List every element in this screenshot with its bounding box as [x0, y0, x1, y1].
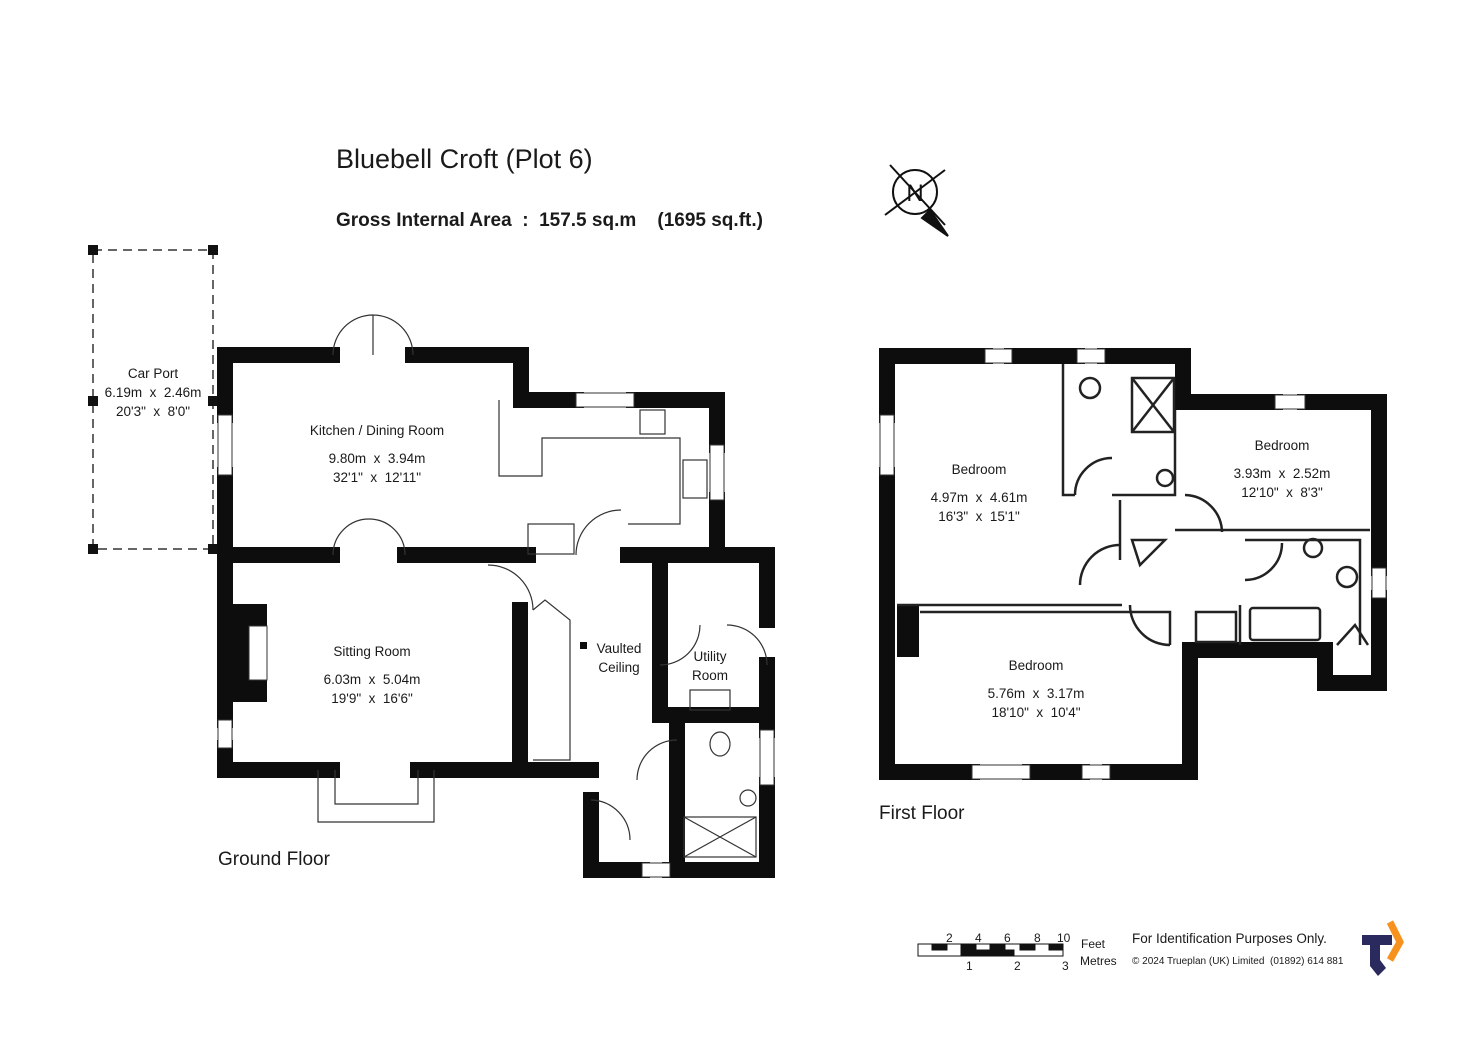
room-kitchen-dining: Kitchen / Dining Room 9.80m x 3.94m 32'1… [310, 421, 444, 487]
ground-floor-label: Ground Floor [218, 849, 330, 870]
first-floor-internal [897, 364, 1370, 647]
copyright: © 2024 Trueplan (UK) Limited (01892) 614… [1132, 956, 1344, 967]
car-port-outline [92, 249, 214, 550]
car-port-posts [88, 245, 218, 554]
scale-bar [917, 943, 1064, 957]
room-metric: 4.97m x 4.61m [930, 490, 1028, 505]
scale-metre-tick: 2 [1014, 959, 1021, 973]
plan-title: Bluebell Croft (Plot 6) [336, 144, 593, 174]
scale-feet-tick: 8 [1034, 931, 1041, 945]
scale-feet-tick: 6 [1004, 931, 1011, 945]
scale-feet-label: Feet [1081, 937, 1106, 951]
room-metric: 9.80m x 3.94m [328, 451, 426, 466]
room-car-port: Car Port 6.19m x 2.46m 20'3" x 8'0" [105, 364, 202, 421]
room-imperial: 16'3" x 15'1" [938, 509, 1020, 524]
room-imperial: 18'10" x 10'4" [991, 705, 1081, 720]
gross-internal-area: Gross Internal Area : 157.5 sq.m (1695 s… [336, 210, 763, 231]
room-name: Sitting Room [333, 644, 411, 659]
room-bedroom-2: Bedroom 3.93m x 2.52m 12'10" x 8'3" [1234, 436, 1331, 502]
room-metric: 5.76m x 3.17m [987, 686, 1085, 701]
scale-metre-tick: 1 [966, 959, 973, 973]
ground-floor-walls [217, 347, 775, 878]
room-metric: 6.03m x 5.04m [323, 672, 421, 687]
room-name: Kitchen / Dining Room [309, 423, 445, 438]
room-name: Vaulted [596, 641, 642, 656]
room-metric: 3.93m x 2.52m [1233, 466, 1331, 481]
room-bedroom-1: Bedroom 4.97m x 4.61m 16'3" x 15'1" [931, 460, 1028, 526]
room-name: Car Port [127, 366, 179, 381]
scale-metres-label: Metres [1080, 954, 1117, 968]
scale-feet-tick: 10 [1057, 931, 1071, 945]
room-name-line2: Ceiling [598, 660, 640, 675]
room-imperial: 32'1" x 12'11" [332, 470, 422, 485]
scale-feet-tick: 2 [946, 931, 953, 945]
room-name-line2: Room [691, 668, 729, 683]
compass-icon: N [884, 164, 949, 237]
room-imperial: 19'9" x 16'6" [331, 691, 413, 706]
room-name: Bedroom [1254, 438, 1310, 453]
scale-metre-tick: 3 [1062, 959, 1069, 973]
room-utility: Utility Room [692, 647, 728, 685]
room-imperial: 20'3" x 8'0" [115, 404, 191, 419]
svg-text:N: N [906, 180, 923, 207]
room-imperial: 12'10" x 8'3" [1241, 485, 1323, 500]
scale-feet-tick: 4 [975, 931, 982, 945]
disclaimer: For Identification Purposes Only. [1132, 931, 1327, 946]
first-floor-label: First Floor [879, 803, 965, 824]
trueplan-logo [1362, 920, 1404, 976]
room-bedroom-3: Bedroom 5.76m x 3.17m 18'10" x 10'4" [988, 656, 1085, 722]
first-floor-walls [879, 348, 1387, 780]
room-name: Utility [693, 649, 727, 664]
kitchen-units [317, 314, 768, 858]
room-sitting: Sitting Room 6.03m x 5.04m 19'9" x 16'6" [324, 642, 421, 708]
label-vaulted-ceiling: Vaulted Ceiling [597, 639, 642, 677]
room-name: Bedroom [951, 462, 1007, 477]
windows [217, 348, 1387, 878]
room-name: Bedroom [1008, 658, 1064, 673]
room-metric: 6.19m x 2.46m [104, 385, 202, 400]
